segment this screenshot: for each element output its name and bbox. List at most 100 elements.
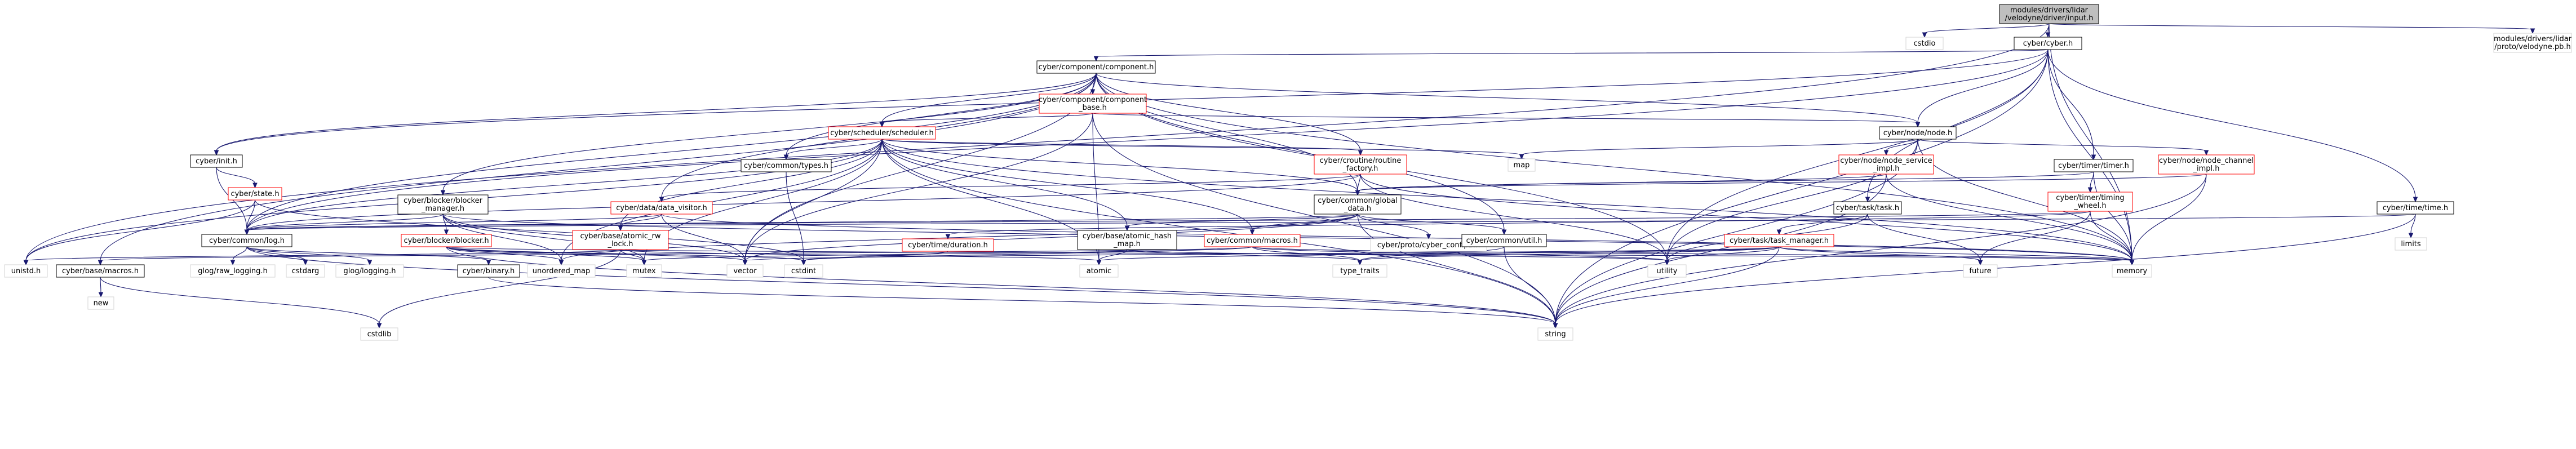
node-label: memory (2117, 267, 2148, 275)
node-box (1314, 194, 1402, 215)
node-component[interactable]: cyber/component/component.h (1036, 60, 1156, 74)
edge-component-to-global_data (1096, 73, 1360, 196)
edge-cyber_h-to-time_h (2047, 49, 2418, 203)
node-box (397, 194, 489, 215)
node-label: future (1969, 267, 1991, 275)
node-label: cyber/task/task.h (1836, 204, 1899, 212)
node-atomic-rw-lock[interactable]: cyber/base/atomic_rw_lock.h (572, 230, 669, 250)
node-box (1314, 154, 1407, 175)
node-init-h[interactable]: cyber/init.h (190, 154, 243, 168)
node-box (784, 264, 823, 278)
node-root[interactable]: modules/drivers/lidar/velodyne/driver/in… (1999, 4, 2099, 24)
node-time-h[interactable]: cyber/time/time.h (2377, 201, 2454, 215)
node-blocker-manager[interactable]: cyber/blocker/blocker_manager.h (397, 194, 489, 215)
node-box (1879, 126, 1957, 140)
node-box (56, 264, 145, 278)
node-glog-raw: glog/raw_logging.h (190, 264, 276, 278)
edge-node_h-to-map (1519, 139, 1918, 160)
node-label: mutex (632, 267, 656, 275)
edge-task_h-to-task_manager (1776, 214, 1868, 235)
node-task-manager[interactable]: cyber/task/task_manager.h (1724, 234, 1834, 247)
edge-common_macros-to-base_macros (97, 246, 1253, 266)
edge-node_h-to-node_service_impl (1883, 139, 1918, 156)
node-node-service-impl[interactable]: cyber/node/node_service_impl.h (1838, 154, 1934, 175)
edge-cyber_h-to-component (1093, 49, 2049, 62)
node-label: cyber/common/macros.h (1207, 237, 1298, 245)
node-box (1077, 230, 1177, 250)
node-new: new (87, 296, 114, 310)
node-box (360, 327, 398, 341)
node-box (1332, 264, 1387, 278)
node-label: cyber/timer/timing (2056, 194, 2124, 202)
node-time-duration[interactable]: cyber/time/duration.h (902, 238, 994, 252)
node-label: _base.h (1078, 104, 1107, 112)
graph-edges (23, 23, 2535, 329)
node-label: cyber/time/duration.h (908, 241, 988, 250)
edge-task_manager-to-utility (1664, 246, 1780, 266)
node-global-data[interactable]: cyber/common/global_data.h (1314, 194, 1402, 215)
node-timing-wheel[interactable]: cyber/timer/timing_wheel.h (2047, 192, 2133, 212)
node-task-h[interactable]: cyber/task/task.h (1833, 201, 1902, 215)
node-state-h[interactable]: cyber/state.h (228, 187, 282, 201)
node-cstdarg: cstdarg (286, 264, 325, 278)
node-node-channel-impl[interactable]: cyber/node/node_channel_impl.h (2158, 154, 2255, 175)
node-box (286, 264, 325, 278)
edge-blocker_manager-to-log_h (244, 214, 444, 235)
node-label: cyber/common/global (1318, 197, 1397, 205)
node-box (2395, 237, 2427, 251)
node-cyber-h[interactable]: cyber/cyber.h (2014, 37, 2082, 50)
node-label: cyber/node/node_service (1840, 157, 1932, 165)
node-label: _lock.h (607, 240, 633, 248)
node-log-h[interactable]: cyber/common/log.h (201, 234, 292, 247)
node-scheduler[interactable]: cyber/scheduler/scheduler.h (828, 126, 936, 140)
edge-cyber_h-to-string (1553, 49, 2049, 329)
node-box (1204, 234, 1301, 247)
edge-cyber_h-to-log_h (244, 49, 2049, 235)
edge-component-to-init_h (214, 73, 1097, 156)
edge-timer_h-to-timing_wheel (2087, 171, 2094, 193)
node-base-macros[interactable]: cyber/base/macros.h (56, 264, 145, 278)
edge-node_h-to-node_channel_impl (1917, 139, 2209, 156)
node-binary-h[interactable]: cyber/binary.h (457, 264, 520, 278)
node-label: _factory.h (1342, 165, 1378, 173)
node-box (1508, 158, 1536, 172)
edge-task_manager-to-memory (1779, 246, 2135, 266)
node-box (1905, 37, 1944, 50)
node-data-visitor[interactable]: cyber/data/data_visitor.h (610, 201, 713, 215)
node-common-util[interactable]: cyber/common/util.h (1461, 234, 1547, 247)
node-box (1838, 154, 1934, 175)
node-label: cyber/blocker/blocker.h (404, 237, 489, 245)
edge-cyber_h-to-timer_h (2047, 49, 2096, 161)
node-common-macros[interactable]: cyber/common/macros.h (1204, 234, 1301, 247)
node-box (572, 230, 669, 250)
node-routine-factory[interactable]: cyber/croutine/routine_factory.h (1314, 154, 1407, 175)
edge-timing_wheel-to-time_duration (945, 211, 2091, 240)
node-box (1461, 234, 1547, 247)
node-vector: vector (726, 264, 764, 278)
node-label: string (1545, 330, 1566, 339)
edge-global_data-to-common_util (1357, 214, 1507, 235)
edge-blocker_h-to-unordered_map (446, 246, 564, 266)
node-box (610, 201, 713, 215)
edge-atomic_rw_lock-to-cstdlib (376, 249, 621, 329)
node-label: cyber/scheduler/scheduler.h (830, 129, 934, 137)
node-common-types[interactable]: cyber/common/types.h (741, 159, 832, 172)
node-label: glog/raw_logging.h (198, 267, 267, 275)
node-box (2493, 33, 2572, 53)
node-timer-h[interactable]: cyber/timer/timer.h (2054, 159, 2134, 172)
node-box (1724, 234, 1834, 247)
node-box (1999, 4, 2099, 24)
edge-log_h-to-string (246, 246, 1558, 329)
node-future: future (1963, 264, 1998, 278)
node-label: cyber/cyber.h (2023, 39, 2073, 48)
node-box (2158, 154, 2255, 175)
edge-binary_h-to-string (488, 277, 1558, 329)
node-atomic-hash-map[interactable]: cyber/base/atomic_hash_map.h (1077, 230, 1177, 250)
edge-base_macros-to-cstdlib (100, 277, 382, 329)
node-node-h[interactable]: cyber/node/node.h (1879, 126, 1957, 140)
node-blocker-h[interactable]: cyber/blocker/blocker.h (401, 234, 492, 247)
node-component-base[interactable]: cyber/component/component_base.h (1039, 94, 1147, 114)
edge-time_h-to-log_h (244, 214, 2416, 235)
edge-component-to-common_util (1096, 73, 1507, 235)
